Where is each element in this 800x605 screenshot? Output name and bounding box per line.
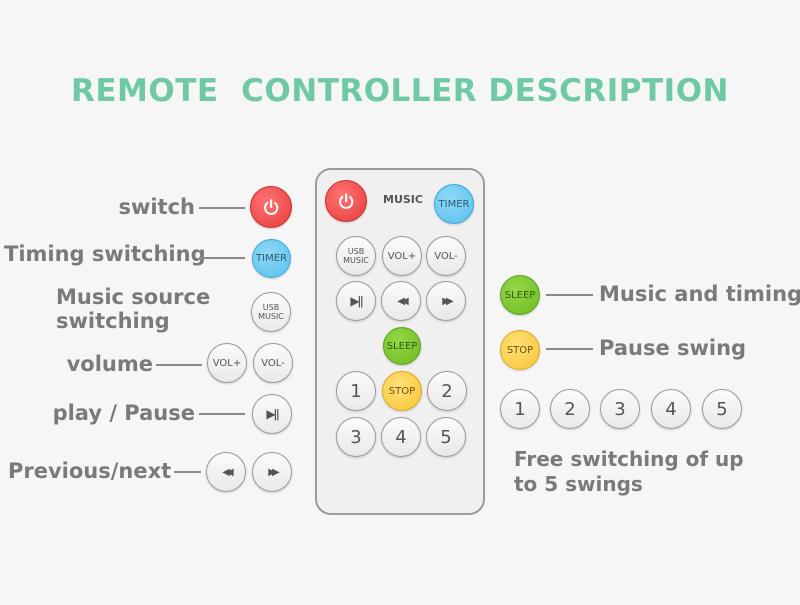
music-label: MUSIC [258,312,284,321]
previous-button[interactable]: ◀◀ [206,452,246,492]
remote-timer-button[interactable]: TIMER [434,184,474,224]
label-switch: switch [118,195,195,219]
remote-play-pause-button[interactable]: ▶ǁ [336,281,376,321]
power-icon [337,192,355,210]
remote-number-4-button[interactable]: 4 [381,417,421,457]
remote-number-5-button[interactable]: 5 [426,417,466,457]
swing-4-button[interactable]: 4 [651,389,691,429]
power-icon [262,198,280,216]
connector-line [156,364,202,366]
remote-next-button[interactable]: ▶▶ [426,281,466,321]
swing-caption-line1: Free switching of up [514,447,744,471]
previous-icon: ◀◀ [222,466,234,478]
page-title: REMOTE CONTROLLER DESCRIPTION [70,73,729,109]
next-icon: ▶▶ [268,466,280,478]
remote-number-2-button[interactable]: 2 [427,371,467,411]
connector-line [199,257,245,259]
remote-number-3-button[interactable]: 3 [336,417,376,457]
usb-label: USB [347,247,365,256]
remote-power-button[interactable] [325,180,367,222]
label-play-pause: play / Pause [52,401,195,425]
stop-button[interactable]: STOP [500,330,540,370]
sleep-button[interactable]: SLEEP [500,275,540,315]
swing-caption-line2: to 5 swings [514,472,643,496]
connector-line [546,348,593,350]
swing-3-button[interactable]: 3 [600,389,640,429]
connector-line [199,207,245,209]
connector-line [199,413,245,415]
vol-down-button[interactable]: VOL- [253,343,293,383]
label-music-source-line1: Music source [56,285,211,309]
remote-music-label: MUSIC [383,193,423,206]
label-music-source-line2: switching [56,309,170,333]
next-icon: ▶▶ [442,295,454,307]
remote-previous-button[interactable]: ◀◀ [381,281,421,321]
timer-button[interactable]: TIMER [252,239,291,278]
label-previous-next: Previous/next [8,459,172,483]
remote-usb-music-button[interactable]: USB MUSIC [336,236,376,276]
remote-vol-down-button[interactable]: VOL- [426,236,466,276]
swing-2-button[interactable]: 2 [550,389,590,429]
remote-stop-button[interactable]: STOP [382,371,422,411]
play-pause-icon: ▶ǁ [266,407,279,421]
label-music-and-timing: Music and timing [599,282,800,306]
play-pause-button[interactable]: ▶ǁ [252,394,292,434]
connector-line [174,471,201,473]
label-timing-switching: Timing switching [4,242,206,266]
label-volume: volume [66,352,153,376]
power-button[interactable] [250,186,292,228]
music-label: MUSIC [343,256,369,265]
vol-up-button[interactable]: VOL+ [207,343,247,383]
swing-1-button[interactable]: 1 [500,389,540,429]
connector-line [546,294,593,296]
remote-number-1-button[interactable]: 1 [336,371,376,411]
previous-icon: ◀◀ [397,295,409,307]
play-pause-icon: ▶ǁ [350,294,363,308]
next-button[interactable]: ▶▶ [252,452,292,492]
remote-sleep-button[interactable]: SLEEP [383,327,421,365]
remote-vol-up-button[interactable]: VOL+ [382,236,422,276]
swing-caption: Free switching of up to 5 swings [514,447,744,497]
label-pause-swing: Pause swing [599,336,747,360]
usb-label: USB [262,303,280,312]
swing-5-button[interactable]: 5 [702,389,742,429]
label-music-source: Music source switching [56,285,210,333]
usb-music-button[interactable]: USB MUSIC [251,292,291,332]
